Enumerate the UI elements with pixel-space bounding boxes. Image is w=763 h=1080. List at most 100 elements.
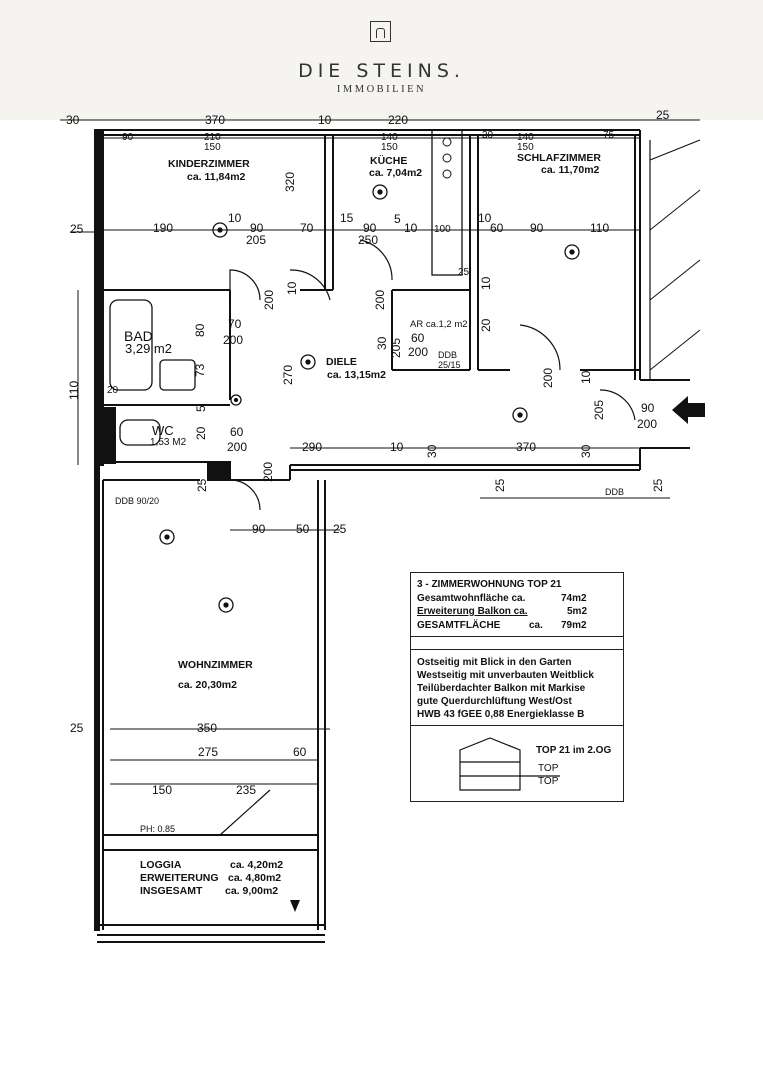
dim-label: 235 bbox=[236, 783, 256, 797]
dim-label: 20 bbox=[107, 385, 119, 396]
dim-label: 30 bbox=[579, 444, 593, 458]
dim-label: 25 bbox=[458, 267, 470, 278]
dim-label: 350 bbox=[197, 721, 217, 735]
dim-label: 75 bbox=[603, 130, 615, 141]
dim-label: 90 bbox=[363, 221, 377, 235]
door-swing-bad bbox=[229, 269, 261, 301]
info-gesamtwohnflaeche-label: Gesamtwohnfläche ca. bbox=[417, 593, 526, 604]
room-area-wohnzimmer: ca. 20,30m2 bbox=[178, 679, 237, 691]
dim-label: 15 bbox=[340, 211, 354, 225]
dim-label: 70 bbox=[300, 221, 314, 235]
brand-subtitle: IMMOBILIEN bbox=[336, 84, 427, 95]
loggia-label: LOGGIA bbox=[140, 859, 182, 871]
dim-label: 73 bbox=[193, 363, 207, 377]
dim-label: 90 bbox=[122, 132, 134, 143]
dim-label: 200 bbox=[408, 345, 428, 359]
ddb-ar-label: DDB bbox=[438, 350, 457, 360]
dim-label: 70 bbox=[228, 317, 242, 331]
lamp-schlafzimmer bbox=[564, 244, 580, 260]
ph-label: PH: 0.85 bbox=[140, 824, 175, 834]
info-feature: Westseitig mit unverbauten Weitblick bbox=[417, 670, 594, 681]
dimension-lines bbox=[60, 119, 700, 785]
dim-label: 150 bbox=[204, 142, 221, 153]
hatch-3 bbox=[649, 259, 701, 301]
dim-label: 90 bbox=[641, 401, 655, 415]
info-gesamtflaeche-ca: ca. bbox=[529, 620, 543, 631]
entry-arrow bbox=[672, 396, 705, 424]
room-name-bad: BAD bbox=[124, 328, 153, 344]
house-square-icon bbox=[370, 21, 391, 42]
insgesamt-area: ca. 9,00m2 bbox=[225, 885, 278, 897]
door-swing-wohn bbox=[229, 479, 261, 511]
dim-label: 205 bbox=[592, 400, 606, 420]
dim-label: 200 bbox=[261, 462, 275, 482]
dim-label: 200 bbox=[637, 417, 657, 431]
dim-label: 110 bbox=[590, 221, 609, 235]
stove-burner-1 bbox=[442, 137, 452, 147]
dim-label: 20 bbox=[194, 426, 208, 440]
dim-label: 200 bbox=[223, 333, 243, 347]
lamp-bad bbox=[230, 394, 242, 406]
room-name-schlafzimmer: SCHLAFZIMMER bbox=[517, 152, 601, 164]
dim-label: 25 bbox=[656, 108, 670, 122]
hatch-1 bbox=[649, 139, 701, 161]
loggia-arrow-icon bbox=[290, 900, 300, 912]
washbasin bbox=[159, 359, 196, 391]
apartment-info-box: 3 - ZIMMERWOHNUNG TOP 21 Gesamtwohnfläch… bbox=[410, 572, 624, 802]
dim-label: 200 bbox=[373, 290, 387, 310]
pillar bbox=[207, 461, 231, 481]
dim-label: 10 bbox=[478, 211, 492, 225]
dim-label: 25 bbox=[651, 478, 665, 492]
room-name-kueche: KÜCHE bbox=[370, 154, 407, 167]
kitchen-counter bbox=[431, 129, 463, 276]
dim-label: 30 bbox=[375, 336, 389, 350]
loggia-door bbox=[219, 789, 271, 836]
dim-label: 30 bbox=[482, 130, 494, 141]
dim-label: 10 bbox=[228, 211, 242, 225]
hatch-4 bbox=[649, 329, 701, 371]
dim-label: 290 bbox=[302, 440, 322, 454]
dim-label: 20 bbox=[479, 318, 493, 332]
info-top-label: TOP 21 im 2.OG bbox=[536, 745, 612, 756]
dim-label: 10 bbox=[479, 276, 493, 290]
erweiterung-label: ERWEITERUNG bbox=[140, 872, 219, 884]
room-name-wc: WC bbox=[152, 423, 174, 438]
dim-label: 150 bbox=[381, 142, 398, 153]
info-top-b: TOP bbox=[538, 776, 559, 787]
dim-label: 140 bbox=[517, 132, 534, 143]
brand-header: DIE STEINS. IMMOBILIEN bbox=[0, 0, 763, 120]
dim-label: 50 bbox=[296, 522, 310, 536]
entry-arrow-icon bbox=[672, 396, 705, 424]
dim-label: 90 bbox=[250, 221, 264, 235]
dim-label: 90 bbox=[252, 522, 266, 536]
outer-wall-left-lower bbox=[94, 464, 100, 931]
ddb-label: DDB bbox=[605, 487, 624, 497]
wc-shaft bbox=[102, 407, 116, 464]
lamp-diele-1 bbox=[300, 354, 316, 370]
insgesamt-label: INSGESAMT bbox=[140, 885, 203, 897]
dim-label: 10 bbox=[579, 370, 593, 384]
dim-label: 10 bbox=[318, 113, 332, 127]
info-feature: Teilüberdachter Balkon mit Markise bbox=[417, 683, 586, 694]
dim-label: 60 bbox=[490, 221, 504, 235]
room-name-wohnzimmer: WOHNZIMMER bbox=[178, 659, 253, 671]
outer-wall-left bbox=[94, 129, 104, 466]
info-title: 3 - ZIMMERWOHNUNG TOP 21 bbox=[417, 579, 562, 590]
dim-label: 205 bbox=[246, 233, 266, 247]
dim-label: 150 bbox=[517, 142, 534, 153]
lamp-kueche bbox=[372, 184, 388, 200]
info-feature: HWB 43 fGEE 0,88 Energieklasse B bbox=[417, 709, 585, 720]
dim-label: 210 bbox=[204, 132, 221, 143]
dim-label: 80 bbox=[193, 323, 207, 337]
door-swing-schlaf bbox=[519, 324, 561, 371]
room-area-bad: 3,29 m2 bbox=[125, 341, 172, 356]
bathtub bbox=[109, 299, 153, 391]
dim-label: 275 bbox=[198, 745, 218, 759]
dim-label: 150 bbox=[152, 783, 172, 797]
dim-label: 10 bbox=[404, 221, 418, 235]
dim-label: 30 bbox=[425, 444, 439, 458]
dim-label: 5 bbox=[394, 212, 401, 226]
dim-label: 200 bbox=[227, 440, 247, 454]
lamp-wohn-2 bbox=[218, 597, 234, 613]
brand-name: DIE STEINS. bbox=[298, 60, 465, 82]
